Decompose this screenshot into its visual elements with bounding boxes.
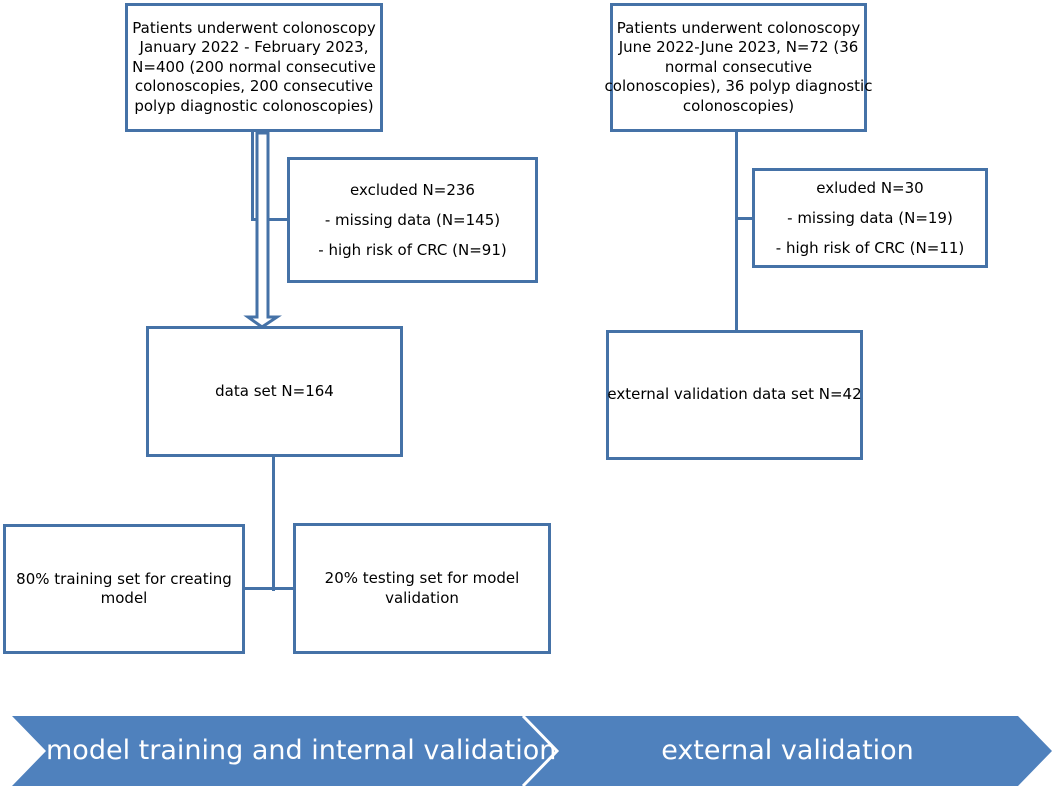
box-text-line: June 2022-June 2023, N=72 (36 bbox=[618, 38, 859, 57]
excluded-box-right: exluded N=30 - missing data (N=19) - hig… bbox=[752, 168, 988, 268]
testing-set-box: 20% testing set for model validation bbox=[293, 523, 551, 654]
box-text-line: colonoscopies) bbox=[682, 96, 795, 115]
banner-chevron-left bbox=[12, 716, 557, 786]
box-text-line: data set N=164 bbox=[215, 381, 334, 400]
connector-line bbox=[243, 587, 295, 590]
box-text-line: exluded N=30 bbox=[816, 179, 924, 197]
dataset-box: data set N=164 bbox=[146, 326, 403, 457]
box-text-line: January 2022 - February 2023, bbox=[139, 38, 369, 57]
box-text-line: external validation data set N=42 bbox=[607, 385, 862, 404]
box-text-line: N=400 (200 normal consecutive bbox=[132, 57, 376, 76]
connector-line bbox=[735, 217, 754, 220]
connector-line bbox=[735, 130, 738, 332]
box-text-line: - missing data (N=19) bbox=[787, 209, 953, 227]
box-text-line: Patients underwent colonoscopy bbox=[132, 18, 376, 37]
box-text-line: Patients underwent colonoscopy bbox=[616, 18, 861, 37]
box-text-line: normal consecutive bbox=[664, 57, 813, 76]
connector-line bbox=[251, 130, 254, 220]
box-text-line: - high risk of CRC (N=91) bbox=[318, 241, 507, 259]
box-text-line: polyp diagnostic colonoscopies) bbox=[134, 96, 374, 115]
start-box-right: Patients underwent colonoscopy June 2022… bbox=[605, 3, 872, 132]
down-arrow bbox=[243, 131, 282, 329]
box-text-line: model bbox=[100, 589, 148, 607]
training-set-box: 80% training set for creating model bbox=[3, 524, 245, 654]
banner-label-internal: model training and internal validation bbox=[46, 735, 557, 766]
connector-line bbox=[251, 218, 289, 221]
start-box-left: Patients underwent colonoscopy January 2… bbox=[125, 3, 383, 132]
excluded-box-left: excluded N=236 - missing data (N=145) - … bbox=[287, 157, 538, 283]
connector-line bbox=[272, 456, 275, 591]
external-validation-box: external validation data set N=42 bbox=[606, 330, 863, 460]
banner-chevron-right bbox=[523, 716, 1052, 786]
box-text-line: colonoscopies), 36 polyp diagnostic bbox=[604, 77, 873, 96]
box-text-line: - high risk of CRC (N=11) bbox=[775, 239, 965, 257]
box-text-line: 20% testing set for model bbox=[324, 569, 520, 587]
box-text-line: 80% training set for creating bbox=[16, 569, 232, 588]
banner-label-external: external validation bbox=[661, 735, 914, 766]
box-text-line: colonoscopies, 200 consecutive bbox=[134, 77, 374, 96]
box-text-line: excluded N=236 bbox=[350, 181, 475, 199]
box-text-line: validation bbox=[385, 588, 459, 607]
box-text-line: - missing data (N=145) bbox=[324, 211, 501, 229]
